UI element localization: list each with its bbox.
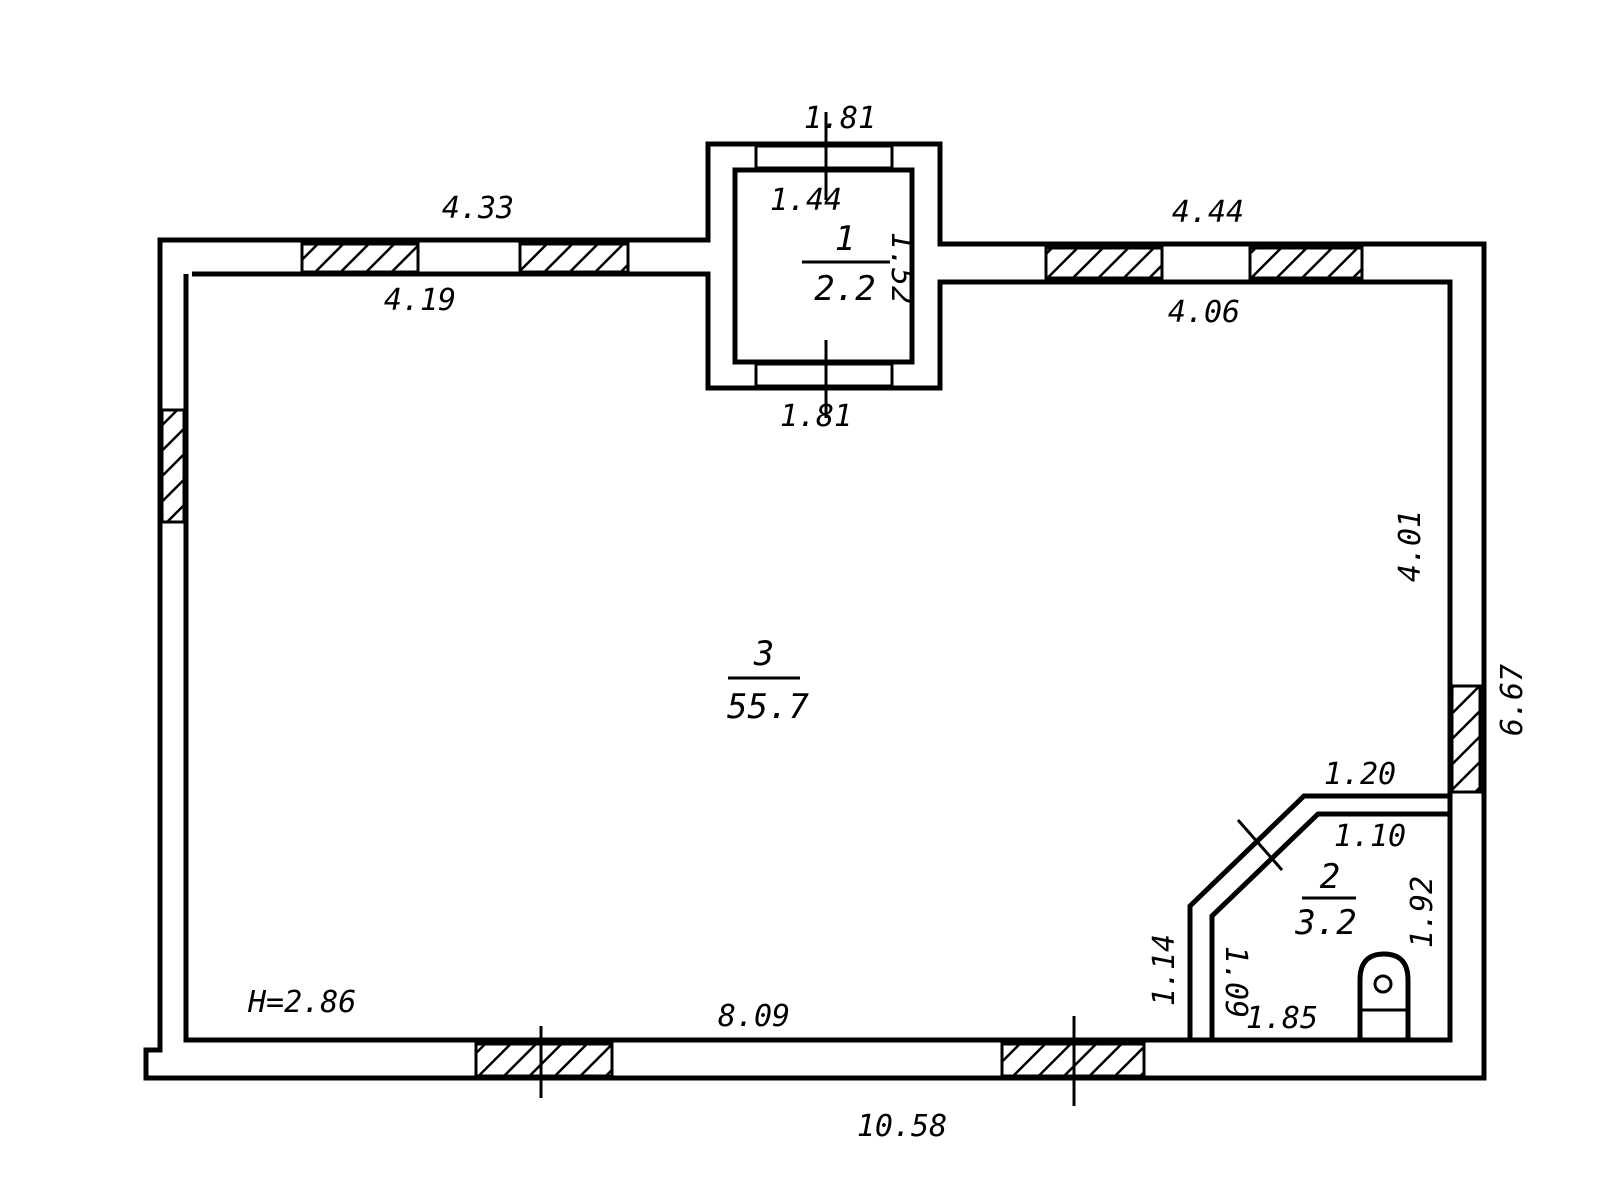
window-north-1	[300, 242, 420, 274]
room-1-area: 2.2	[814, 269, 875, 309]
toilet-bowl	[1373, 974, 1393, 994]
dim-bath-diag: 1.10	[1334, 819, 1406, 854]
vestibule-door-bottom	[754, 362, 894, 388]
dim-north-right-outer: 4.44	[1172, 195, 1244, 230]
dim-bath-right: 1.92	[1405, 876, 1440, 948]
inner-wall	[183, 271, 1453, 1043]
outer-wall	[143, 141, 1487, 1081]
bathroom-door-marker	[1236, 819, 1284, 871]
toilet-fixture	[1357, 951, 1411, 1038]
outer-wall-left	[143, 240, 163, 1078]
dim-north-right-inner: 4.06	[1168, 295, 1240, 330]
room-3-number: 3	[753, 634, 774, 674]
room-1-number: 1	[835, 219, 855, 259]
bathroom-wall-inner	[1209, 811, 1450, 1040]
dim-bath-left-outer: 1.14	[1147, 934, 1182, 1006]
room-3-area: 55.7	[727, 687, 809, 727]
dim-bath-top: 1.20	[1324, 757, 1396, 792]
dim-north-left-inner: 4.19	[384, 283, 456, 318]
room-2-number: 2	[1320, 857, 1340, 897]
vestibule-door-top	[754, 144, 894, 170]
dim-south-inner: 8.09	[718, 999, 790, 1034]
window-north-2	[518, 242, 630, 274]
vestibule-inner-wall	[732, 167, 915, 365]
window-east	[1450, 684, 1482, 794]
dim-east-outer: 6.67	[1495, 664, 1530, 736]
dim-vestibule-top-inner: 1.44	[770, 183, 842, 218]
window-north-3	[1044, 246, 1164, 280]
bathroom-wall-outer	[1187, 793, 1450, 1040]
dim-vestibule-top-outer: 1.81	[804, 101, 876, 136]
room-2-area: 3.2	[1294, 903, 1356, 943]
dim-north-left-outer: 4.33	[442, 191, 514, 226]
dim-south-outer: 10.58	[857, 1109, 947, 1144]
window-south-1	[474, 1042, 614, 1078]
window-north-4	[1248, 246, 1364, 280]
dim-east-inner: 4.01	[1393, 510, 1428, 582]
dim-vestibule-bottom: 1.81	[780, 399, 852, 434]
window-west	[160, 408, 186, 524]
dim-bath-bottom: 1.85	[1246, 1001, 1318, 1036]
dim-vestibule-side: 1.52	[884, 232, 919, 304]
dim-bath-left-inner: 1.09	[1218, 946, 1253, 1018]
height-note: H=2.86	[247, 985, 356, 1020]
